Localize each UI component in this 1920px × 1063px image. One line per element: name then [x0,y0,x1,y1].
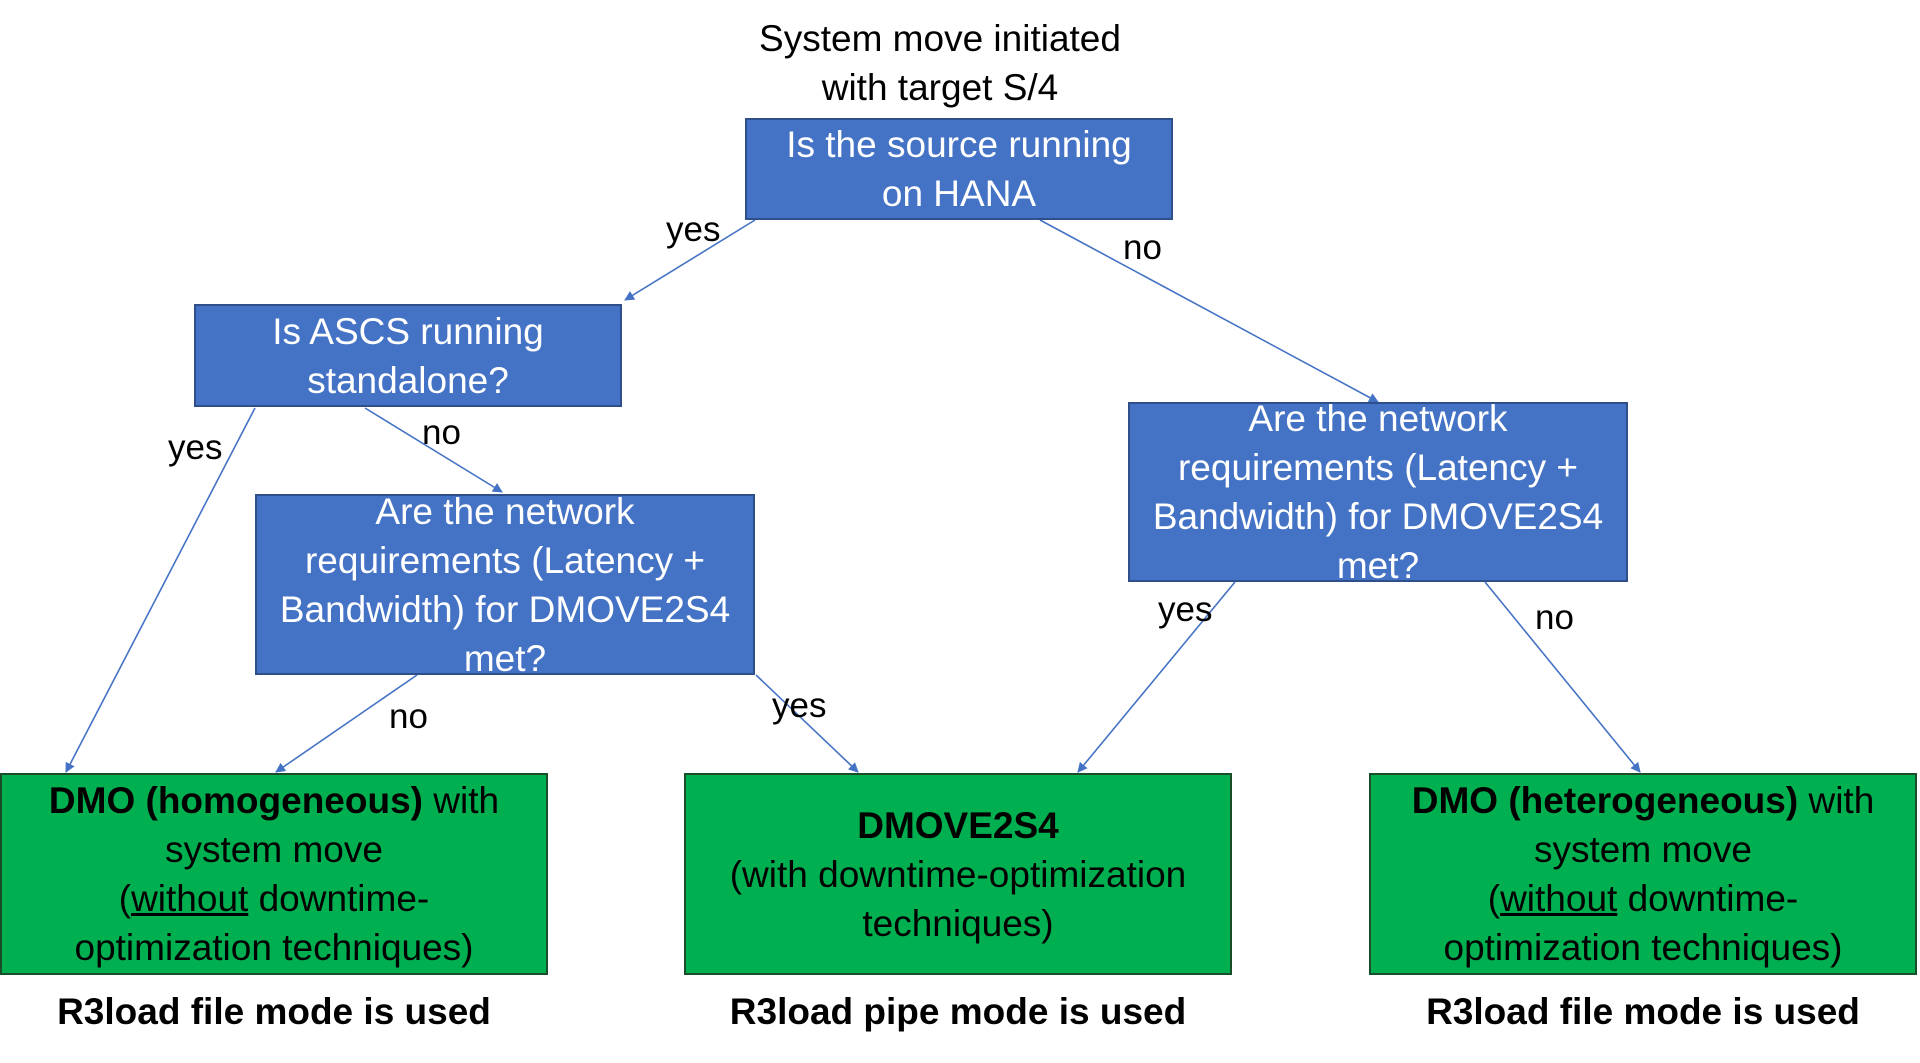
connector-q2-yes [65,407,256,773]
footer-pipe-mode: R3load pipe mode is used [729,991,1187,1032]
question-line: Bandwidth) for DMOVE2S4 [279,588,731,630]
result-dmo-homogeneous: DMO (homogeneous) with system move (with… [0,773,548,975]
question-line: Is ASCS running [272,310,544,352]
question-line: met? [1336,545,1420,586]
result-text: ( [1487,878,1501,919]
question-ascs-standalone: Is ASCS running standalone? [194,304,622,407]
result-line: DMO (homogeneous) with [49,776,499,825]
edge-label-q2-no: no [422,413,461,452]
result-text: downtime- [1617,878,1799,919]
result-text: with [423,780,500,821]
result-line: (with downtime-optimization [729,853,1187,895]
start-line-2: with target S/4 [821,67,1059,108]
result-text: downtime- [248,878,430,919]
connector-q4-no [1484,581,1641,773]
connector-q3-yes [755,674,859,773]
question-line: Are the network [1248,398,1508,439]
result-line: system move [1534,829,1752,870]
question-line: requirements (Latency + [304,539,705,581]
edge-label-q4-yes: yes [1158,590,1213,629]
result-line: (without downtime- [1488,874,1799,923]
result-line: DMO (heterogeneous) with [1412,776,1875,825]
result-line: techniques) [862,902,1054,944]
edge-label-q4-no: no [1535,598,1574,637]
edge-label-q3-no: no [389,697,428,736]
connector-q2-no [364,407,503,493]
result-underlined-text: without [1500,878,1618,919]
result-text: ( [118,878,132,919]
result-title: DMO (heterogeneous) [1411,780,1799,821]
question-line: requirements (Latency + [1177,447,1578,488]
question-network-requirements-left: Are the network requirements (Latency + … [255,491,755,679]
connector-q4-yes [1077,581,1236,773]
question-line: standalone? [307,359,509,401]
question-line: Bandwidth) for DMOVE2S4 [1152,496,1604,537]
result-dmove2s4: DMOVE2S4 (with downtime-optimization tec… [684,773,1232,975]
question-line: on HANA [881,173,1037,214]
connector-q3-no [275,674,418,773]
result-line: optimization techniques) [74,927,474,968]
edge-label-q1-no: no [1123,228,1162,267]
question-line: met? [463,637,547,679]
question-line: Are the network [375,490,635,532]
footer-file-mode-right: R3load file mode is used [1426,991,1860,1032]
start-label: System move initiated with target S/4 [660,14,1220,112]
question-line: Is the source running [786,124,1132,165]
result-line: (without downtime- [119,874,430,923]
connector-q1-yes [624,219,756,301]
result-dmo-heterogeneous: DMO (heterogeneous) with system move (wi… [1369,773,1917,975]
result-line: optimization techniques) [1443,927,1843,968]
edge-label-q2-yes: yes [168,428,223,467]
result-title: DMO (homogeneous) [48,780,423,821]
question-network-requirements-right: Are the network requirements (Latency + … [1128,398,1628,586]
footer-file-mode-left: R3load file mode is used [57,991,491,1032]
edge-label-q1-yes: yes [666,210,721,249]
result-title: DMOVE2S4 [857,804,1059,846]
edge-label-q3-yes: yes [772,686,827,725]
connector-q1-no [1039,219,1379,403]
question-source-on-hana: Is the source running on HANA [745,118,1173,220]
start-line-1: System move initiated [759,18,1121,59]
result-text: with [1798,780,1875,821]
result-line: system move [165,829,383,870]
result-underlined-text: without [131,878,249,919]
